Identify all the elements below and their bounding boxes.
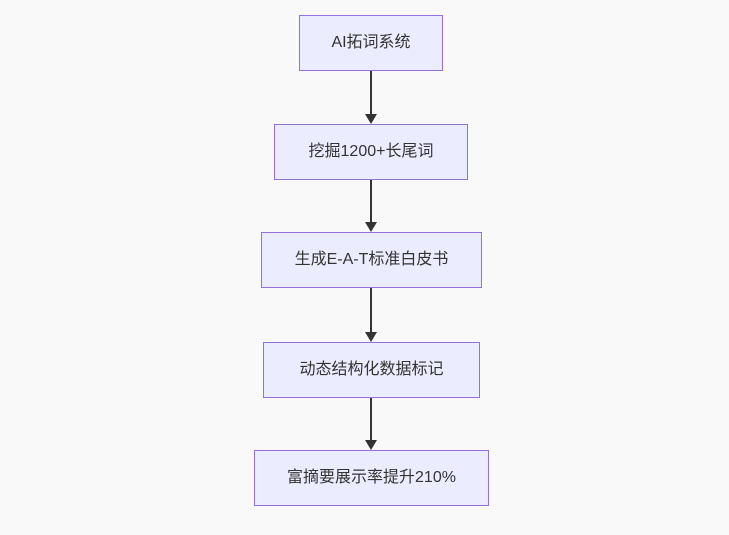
- flowchart-node-structured-data: 动态结构化数据标记: [263, 342, 480, 398]
- arrow-down-icon: [365, 222, 377, 232]
- node-label: 生成E-A-T标准白皮书: [294, 250, 449, 268]
- flow-edge-4: [365, 398, 377, 450]
- edge-line: [370, 71, 372, 114]
- edge-line: [370, 398, 372, 440]
- flow-edge-2: [365, 180, 377, 232]
- flowchart-node-longtail-keywords: 挖掘1200+长尾词: [274, 124, 468, 180]
- node-label: 挖掘1200+长尾词: [308, 142, 434, 160]
- flowchart-node-ai-word-system: AI拓词系统: [299, 15, 443, 71]
- node-label: AI拓词系统: [331, 33, 411, 51]
- arrow-down-icon: [365, 114, 377, 124]
- edge-line: [370, 288, 372, 332]
- arrow-down-icon: [365, 332, 377, 342]
- flowchart-node-rich-snippet-result: 富摘要展示率提升210%: [254, 450, 489, 506]
- flow-edge-1: [365, 71, 377, 124]
- flowchart-node-eat-whitepaper: 生成E-A-T标准白皮书: [261, 232, 482, 288]
- flow-edge-3: [365, 288, 377, 342]
- edge-line: [370, 180, 372, 222]
- arrow-down-icon: [365, 440, 377, 450]
- node-label: 富摘要展示率提升210%: [287, 468, 456, 486]
- node-label: 动态结构化数据标记: [299, 360, 444, 378]
